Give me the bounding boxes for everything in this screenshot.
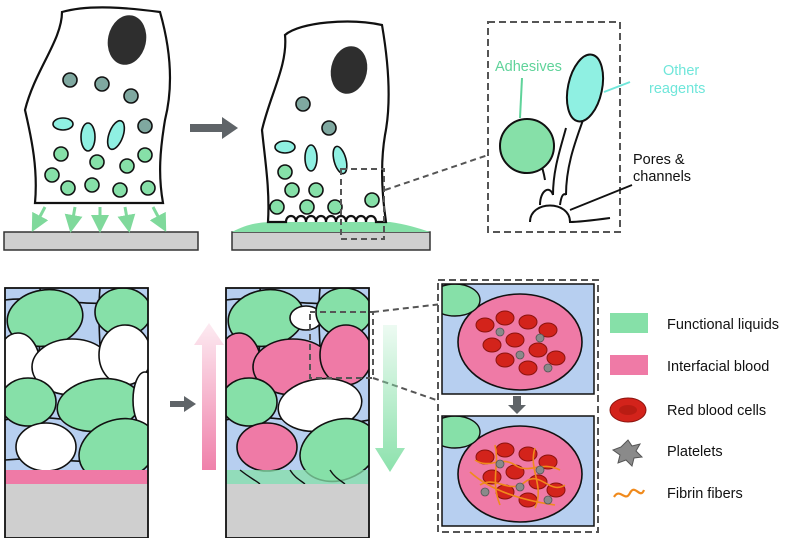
legend-fibrin-icon (613, 488, 646, 498)
liquid-replenish-arrow (375, 325, 405, 472)
legend-label-interfacial-blood: Interfacial blood (667, 359, 769, 375)
substrate-1 (3, 231, 199, 251)
label-other-reagents-line1: Other (663, 63, 699, 79)
legend: Functional liquids Interfacial blood Red… (609, 313, 779, 502)
cell-before-secretion (3, 6, 199, 251)
nucleus-2 (330, 46, 368, 94)
vesicles-1 (44, 72, 156, 198)
legend-swatch-interfacial-blood (610, 355, 648, 375)
legend-swatch-functional-liquids (610, 313, 648, 333)
legend-platelet-icon (611, 439, 644, 467)
label-pores-line2: channels (633, 169, 691, 185)
pores-callout: Adhesives Other reagents Pores & channel… (487, 21, 705, 233)
coating-panel-before (4, 287, 149, 538)
nucleus-1 (107, 15, 147, 65)
legend-label-fibrin-fibers: Fibrin fibers (667, 486, 743, 502)
cell-after-secretion (231, 20, 489, 251)
interfacial-blood-layer (5, 470, 148, 484)
vesicles-2 (269, 96, 380, 215)
label-other-reagents-line2: reagents (649, 81, 705, 97)
zoom-box-top (340, 168, 385, 240)
zoom-line-top (384, 154, 489, 191)
legend-label-red-blood-cells: Red blood cells (667, 403, 766, 419)
zoom-box-bottom (309, 311, 374, 379)
adhesive-film (232, 222, 430, 232)
coating-panel-after (225, 287, 443, 538)
process-arrow-top (190, 117, 238, 139)
substrate-3 (5, 484, 148, 538)
blood-displacement-arrow (194, 323, 224, 470)
reagent-vesicle (565, 53, 605, 123)
fibrin-mesh (469, 444, 566, 509)
label-pores-line1: Pores & (633, 152, 685, 168)
secretion-arrows (31, 206, 167, 233)
clot-zoom-panel (437, 279, 599, 533)
red-blood-cells-upper (475, 310, 566, 376)
process-arrow-bottom (170, 396, 196, 412)
substrate-2 (231, 231, 431, 251)
adhesive-vesicle (499, 118, 555, 174)
legend-label-functional-liquids: Functional liquids (667, 317, 779, 333)
label-adhesives: Adhesives (495, 59, 562, 75)
legend-label-platelets: Platelets (667, 444, 723, 460)
